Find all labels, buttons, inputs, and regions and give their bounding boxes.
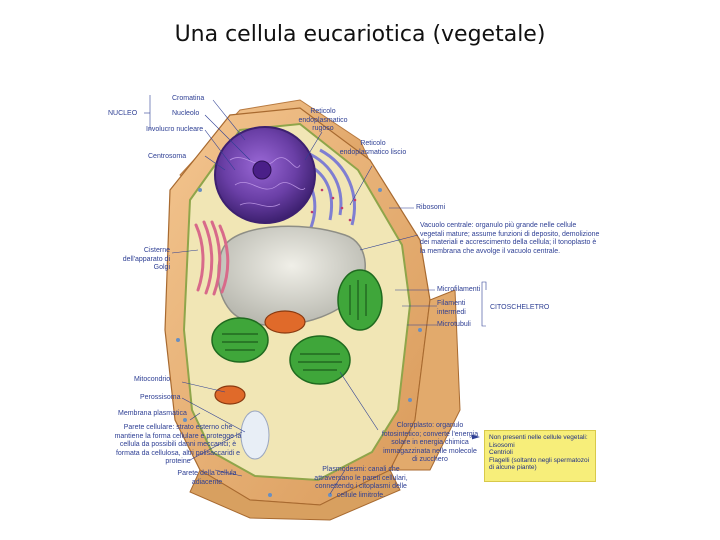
infobox-item: Lisosomi [489,441,515,449]
mitochondrion [264,310,306,334]
label-golgi: Cisterne dell'apparato di Golgi [122,247,170,271]
chromatin [229,157,306,207]
label-vacuolo: Vacuolo centrale: organulo più grande ne… [420,222,600,255]
label-reticolo-liscio: Reticolo endoplasmatico liscio [339,140,407,156]
ribosomes [310,188,357,222]
label-citoscheletro: CITOSCHELETRO [490,304,550,311]
chloroplast [211,317,269,363]
label-cromatina: Cromatina [172,95,205,102]
label-parete-cellulare: Parete cellulare: strato esterno che man… [114,424,242,465]
golgi-apparatus [194,220,230,296]
leader-lines [144,95,487,495]
label-involucro-nucleare: Involucro nucleare [146,126,204,133]
adjacent-wall-bottom [189,469,401,521]
label-microtubuli: Microtubuli [437,321,471,328]
chloroplast [289,335,351,385]
label-membrana-plasmatica: Membrana plasmatica [118,410,187,417]
label-nucleolo: Nucleolo [172,110,200,117]
infobox-item: Centrioli [489,449,513,457]
mitochondrion [214,385,246,405]
infobox-item: Flagelli (soltanto negli spermatozoi di … [489,456,590,472]
label-perossisoma: Perossisoma [140,394,181,401]
not-present-infobox: Non presenti nelle cellule vegetali: Lis… [484,430,596,482]
label-mitocondrio: Mitocondrio [134,376,171,383]
label-centrosoma: Centrosoma [148,153,187,160]
page-title: Una cellula eucariotica (vegetale) [174,22,546,47]
label-microfilamenti: Microfilamenti [437,286,481,293]
plasmodesmata [176,188,422,497]
label-plasmodesmi: Plasmodesmi: canali che attraversano le … [314,466,408,499]
label-parete-adiacente: Parete della cellula adiacente [177,470,237,486]
label-reticolo-rugoso: Reticolo endoplasmatico rugoso [298,108,348,132]
infobox-heading: Non presenti nelle cellule vegetali: [489,434,588,441]
label-cloroplasto: Cloroplasto: organulo fotosintetico; con… [381,422,479,463]
label-filamenti-intermedi: Filamenti intermedi [437,300,466,316]
nucleolus [252,160,272,180]
adjacent-wall-right [389,289,461,471]
label-ribosomi: Ribosomi [416,204,446,211]
label-nucleo-group: NUCLEO [108,110,138,117]
arrow-icon [472,434,480,440]
chloroplasts [211,269,383,385]
chloroplast [337,269,383,331]
peroxisome [240,410,270,460]
